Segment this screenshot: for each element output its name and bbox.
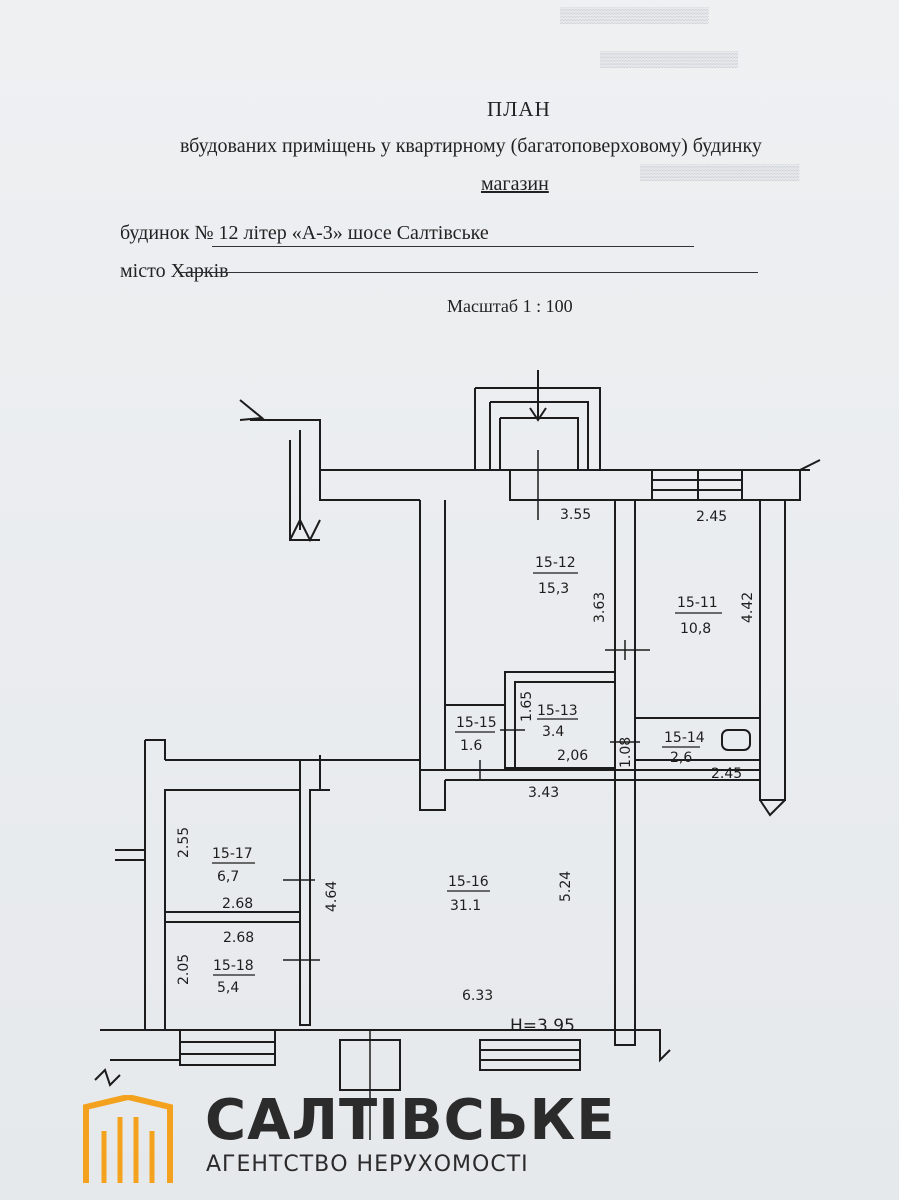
room-area-15-11: 10,8: [680, 621, 711, 637]
dimension-label: 5.24: [558, 871, 574, 902]
room-id-15-12: 15-12: [535, 555, 576, 571]
dimension-label: 2.68: [222, 896, 253, 912]
room-id-15-13: 15-13: [537, 703, 578, 719]
dimension-label: 2.45: [711, 766, 742, 782]
dimension-label: 3.43: [528, 785, 559, 801]
dimension-label: 2.68: [223, 930, 254, 946]
bleed-through-text: ▒▒▒▒▒▒▒▒▒▒▒▒▒: [600, 52, 739, 68]
bleed-through-text: ▒▒▒▒▒▒▒▒▒▒▒▒▒▒: [560, 8, 709, 24]
dimension-label: 3.63: [592, 592, 608, 623]
dimension-label: 2.45: [696, 509, 727, 525]
room-area-15-13: 3.4: [542, 724, 564, 740]
dimension-label: 3.55: [560, 507, 591, 523]
dimension-label: 4.42: [740, 592, 756, 623]
dimension-label: 2.55: [176, 827, 192, 858]
room-id-15-16: 15-16: [448, 874, 489, 890]
brand-logo-icon: [83, 1095, 173, 1183]
dimension-label: 4.64: [324, 881, 340, 912]
room-id-15-11: 15-11: [677, 595, 718, 611]
dimension-ticks: [283, 450, 650, 1140]
dimension-label: 1.65: [519, 691, 535, 722]
address-line: будинок № 12 літер «А-3» шосе Салтівське: [120, 222, 489, 244]
room-area-15-12: 15,3: [538, 581, 569, 597]
room-id-15-15: 15-15: [456, 715, 497, 731]
premises-kind: магазин: [481, 173, 549, 195]
room-area-15-14: 2,6: [670, 750, 692, 766]
dimension-label: 1.08: [618, 737, 634, 768]
room-id-15-17: 15-17: [212, 846, 253, 862]
room-id-15-18: 15-18: [213, 958, 254, 974]
room-id-15-14: 15-14: [664, 730, 705, 746]
scale-label: Масштаб 1 : 100: [447, 296, 573, 316]
room-area-15-18: 5,4: [217, 980, 239, 996]
room-area-15-16: 31.1: [450, 898, 481, 914]
dimension-label: 2,06: [557, 748, 588, 764]
ceiling-height-label: Н=3.95: [510, 1016, 575, 1036]
page-subtitle: вбудованих приміщень у квартирному (бага…: [180, 135, 762, 157]
city-line: місто Харків: [120, 260, 229, 282]
brand-tagline: АГЕНТСТВО НЕРУХОМОСТІ: [206, 1152, 529, 1177]
bleed-through-text: ▒▒▒▒▒▒▒▒▒▒▒▒▒▒▒: [640, 165, 800, 181]
room-area-15-17: 6,7: [217, 869, 239, 885]
page-title: ПЛАН: [487, 97, 551, 121]
plan-walls: [94, 370, 821, 1091]
city-underline: [178, 272, 758, 273]
room-fraction-lines: [212, 572, 722, 976]
dimension-label: 6.33: [462, 988, 493, 1004]
address-underline: [212, 246, 694, 247]
room-area-15-15: 1.6: [460, 738, 482, 754]
dimension-label: 2.05: [176, 954, 192, 985]
brand-name: САЛТІВСЬКЕ: [205, 1088, 616, 1153]
